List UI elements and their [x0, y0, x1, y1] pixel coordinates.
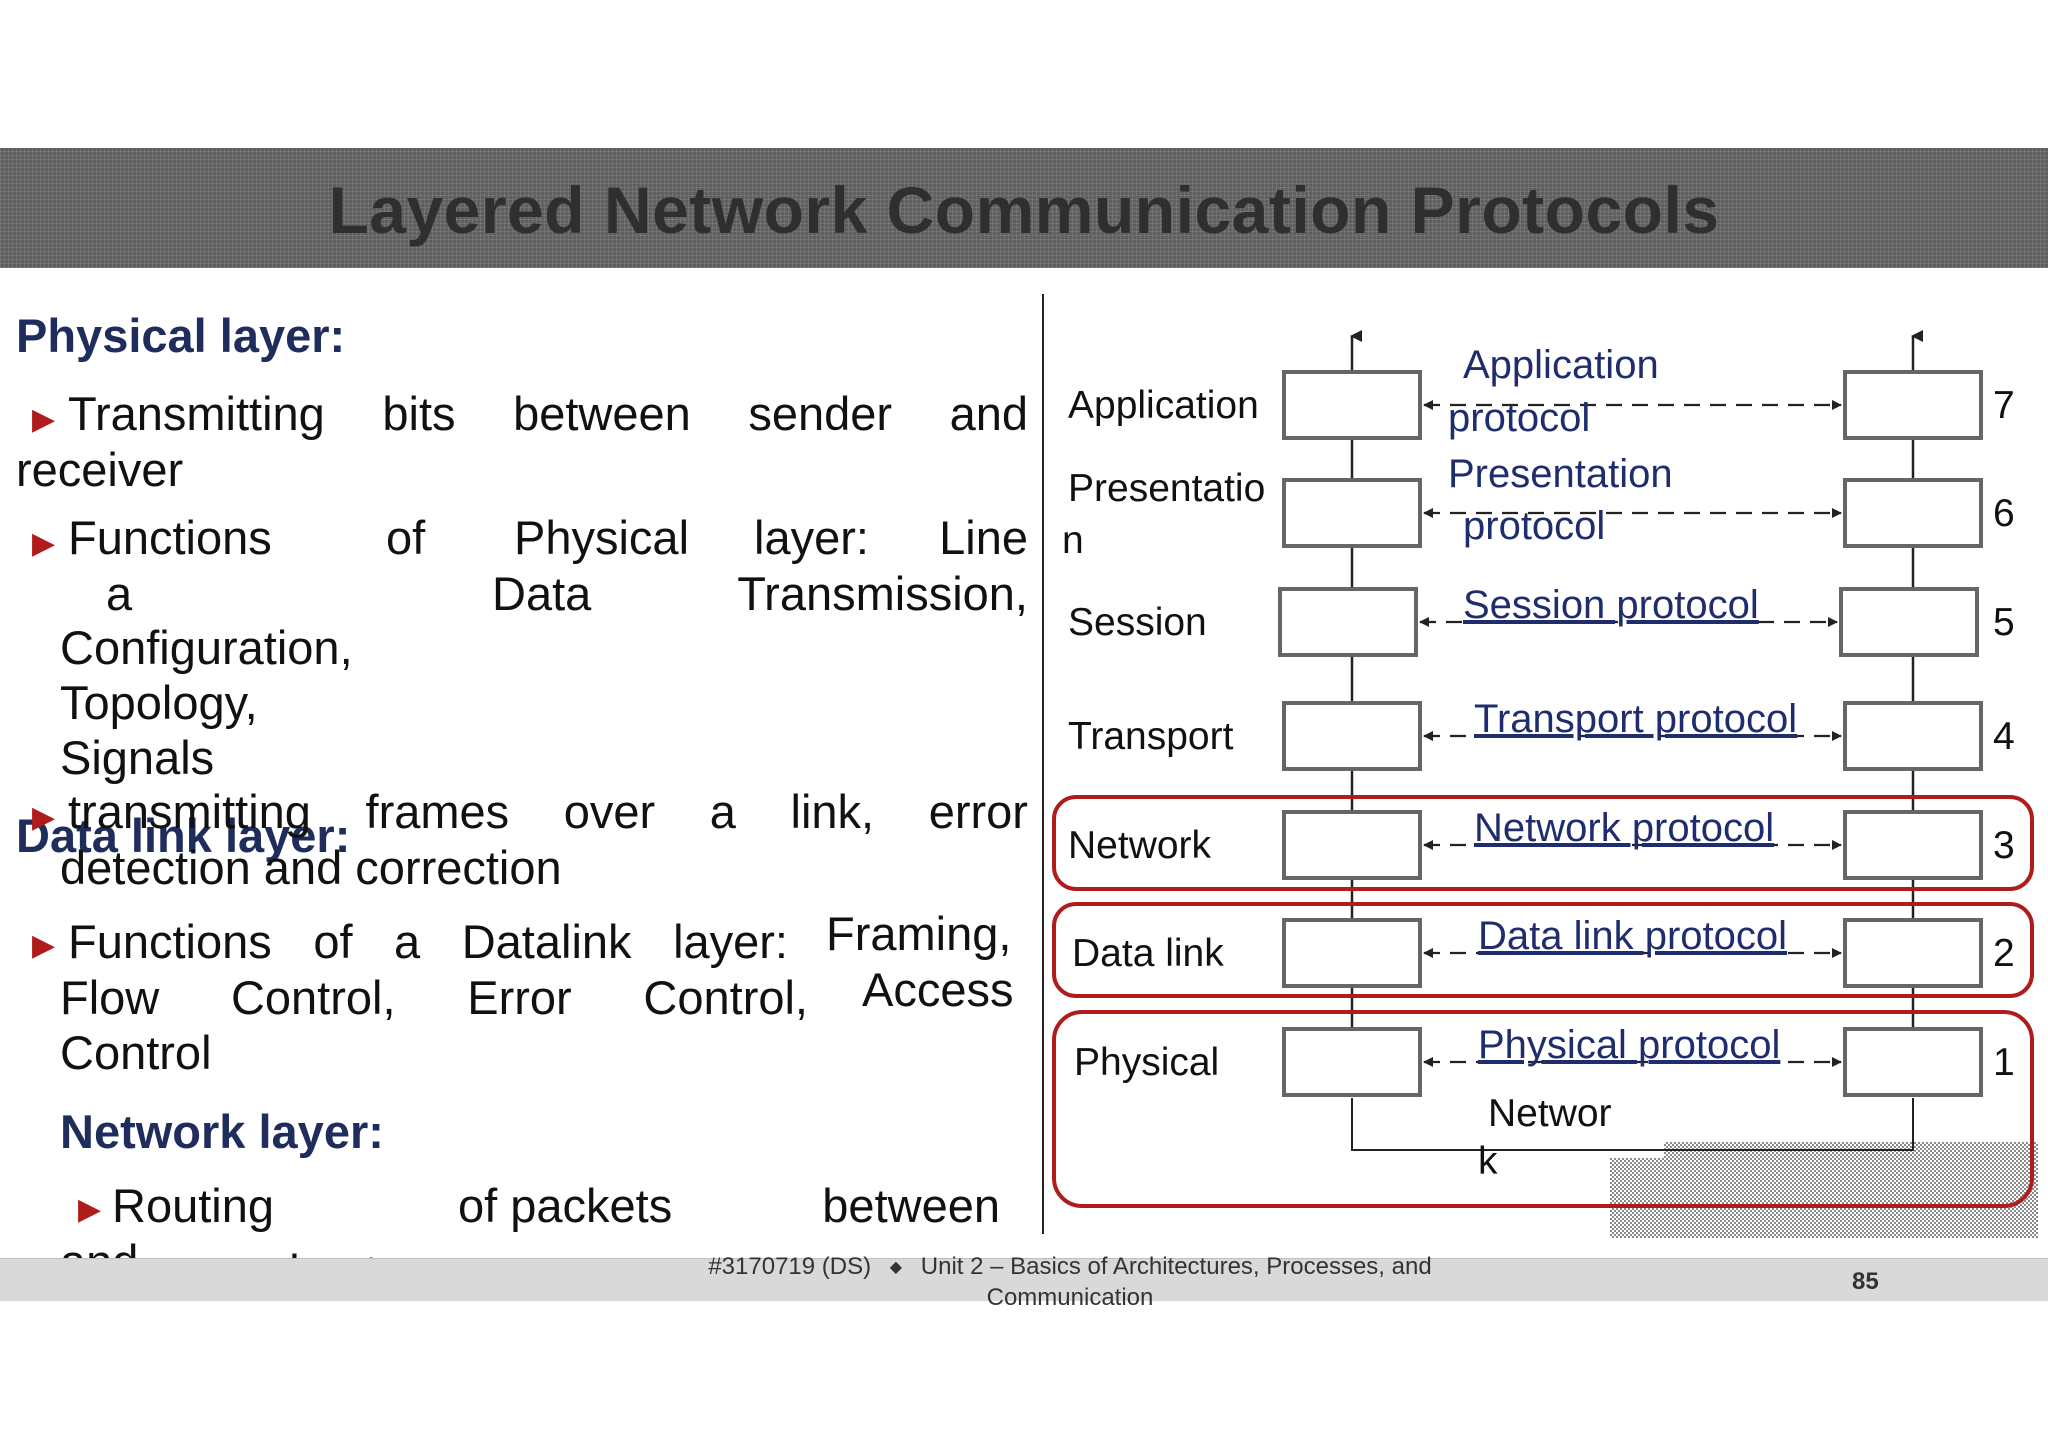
footer-text: #3170719 (DS) ◆ Unit 2 – Basics of Archi…: [650, 1252, 1490, 1313]
right-layer-box: [1843, 370, 1983, 440]
data-link-layer-heading: Data link layer:: [16, 809, 351, 862]
footer-unit-line2: Communication: [986, 1283, 1154, 1311]
right-layer-box: [1839, 587, 1979, 657]
layer-name: Transport: [1068, 715, 1234, 758]
physical-bullet2-line3: Configuration,: [60, 621, 353, 674]
layer-name: Application: [1068, 384, 1259, 427]
footer-unit-line1: Unit 2 – Basics of Architectures, Proces…: [920, 1253, 1432, 1280]
protocol-label: Network protocol: [1474, 806, 1774, 850]
layer-number: 5: [1993, 601, 2015, 644]
layer-number: 4: [1993, 715, 2015, 758]
protocol-label: Data link protocol: [1478, 914, 1787, 958]
layer-name: Physical: [1074, 1041, 1219, 1084]
physical-bullet2-line2: a Data Transmission,: [106, 567, 1028, 620]
left-layer-box: [1278, 587, 1418, 657]
protocol-label: Application: [1463, 343, 1659, 387]
protocol-label: protocol: [1463, 504, 1605, 548]
layer-name: n: [1062, 519, 1084, 562]
right-layer-box: [1843, 918, 1983, 988]
right-layer-box: [1843, 1027, 1983, 1097]
bullet-marker-icon: ▶: [32, 801, 56, 834]
bullet-marker-icon: ▶: [32, 929, 56, 962]
datalink-bullet1-line2: detection and correction: [60, 841, 562, 894]
layer-name: Session: [1068, 601, 1207, 644]
bullet-marker-icon: ▶: [78, 1193, 102, 1226]
network-bullet1-line1: Routing of packets between: [112, 1179, 1000, 1232]
datalink-highlight: [1052, 902, 2034, 998]
network-layer-heading: Network layer:: [60, 1105, 384, 1158]
datalink-bullet2-line3: Control: [60, 1026, 212, 1079]
column-divider: [1042, 294, 1044, 1234]
physical-bullet2-line5: Signals: [60, 731, 215, 784]
datalink-framing: Framing,: [826, 907, 1012, 960]
datalink-bullet2-line2: Flow Control, Error Control,: [60, 971, 808, 1024]
footer-course: #3170719 (DS): [708, 1253, 872, 1280]
stipple-decoration: [1610, 1142, 2038, 1238]
network-label: k: [1478, 1140, 1498, 1183]
datalink-access: Access: [862, 963, 1014, 1016]
right-layer-box: [1843, 701, 1983, 771]
left-layer-box: [1282, 370, 1422, 440]
layer-name: Data link: [1072, 932, 1224, 975]
layer-number: 3: [1993, 824, 2015, 867]
bullet-marker-icon: ▶: [32, 403, 56, 436]
protocol-label: Presentation: [1448, 452, 1673, 496]
layer-number: 7: [1993, 384, 2015, 427]
right-layer-box: [1843, 810, 1983, 880]
physical-bullet1-line2: receiver: [16, 443, 184, 496]
network-link: [1351, 1098, 1914, 1151]
left-layer-box: [1282, 1027, 1422, 1097]
physical-layer-heading: Physical layer:: [16, 309, 346, 362]
datalink-bullet1-line1: transmitting frames over a link, error: [68, 785, 1028, 838]
datalink-bullet2-line1: Functions of a Datalink layer:: [68, 915, 788, 968]
title-bar: [0, 148, 2048, 268]
bullet-marker-icon: ▶: [32, 527, 56, 560]
left-layer-box: [1282, 478, 1422, 548]
layer-number: 2: [1993, 932, 2015, 975]
page-number: 85: [1852, 1268, 1879, 1295]
left-layer-box: [1282, 918, 1422, 988]
protocol-label: Physical protocol: [1478, 1023, 1780, 1067]
footer-bar: [0, 1258, 2048, 1301]
physical-highlight: [1052, 1010, 2034, 1208]
network-highlight: [1052, 795, 2034, 891]
protocol-label: Session protocol: [1463, 583, 1759, 627]
protocol-label: protocol: [1448, 396, 1590, 440]
layer-number: 1: [1993, 1041, 2015, 1084]
physical-bullet2-line1: Functions of Physical layer: Line: [68, 511, 1028, 564]
physical-bullet1-line1: Transmitting bits between sender and: [68, 387, 1028, 440]
diamond-icon: ◆: [889, 1258, 903, 1276]
layer-number: 6: [1993, 492, 2015, 535]
layer-name: Presentatio: [1068, 467, 1265, 510]
protocol-label: Transport protocol: [1474, 697, 1797, 741]
left-layer-box: [1282, 701, 1422, 771]
physical-bullet2-line4: Topology,: [60, 676, 258, 729]
network-label: Networ: [1488, 1092, 1612, 1135]
slide-title: Layered Network Communication Protocols: [328, 173, 1720, 247]
right-layer-box: [1843, 478, 1983, 548]
layer-name: Network: [1068, 824, 1212, 867]
left-layer-box: [1282, 810, 1422, 880]
